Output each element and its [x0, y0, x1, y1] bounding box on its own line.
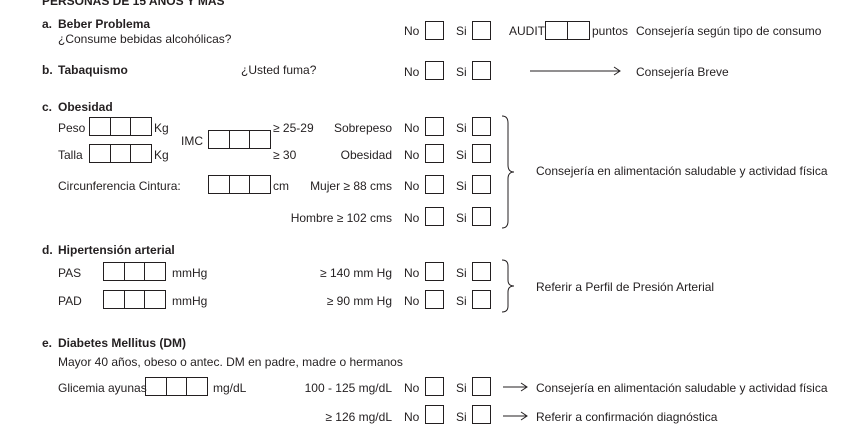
b-no-label: No	[404, 65, 420, 79]
c-sobrepeso-no-label: No	[404, 121, 420, 135]
obesidad-label: Obesidad	[340, 148, 392, 162]
pas-input[interactable]	[103, 262, 166, 281]
d-pas-no-checkbox[interactable]	[425, 262, 444, 281]
pad-unit: mmHg	[172, 294, 208, 308]
a-si-checkbox[interactable]	[472, 21, 491, 40]
section-e-title: Diabetes Mellitus (DM)	[58, 336, 187, 350]
c-sobrepeso-si-label: Si	[456, 121, 467, 135]
glicemia-input[interactable]	[145, 377, 208, 396]
e-r2-no-checkbox[interactable]	[425, 405, 444, 424]
section-b-letter: b.	[42, 63, 53, 77]
d-pas-si-checkbox[interactable]	[472, 262, 491, 281]
e-r2-si-checkbox[interactable]	[472, 405, 491, 424]
mujer-range: Mujer ≥ 88 cms	[310, 179, 392, 193]
right-brace-icon	[501, 115, 515, 229]
c-mujer-no-label: No	[404, 179, 420, 193]
section-e-desc: Mayor 40 años, obeso o antec. DM en padr…	[58, 355, 403, 369]
e-r1-si-label: Si	[456, 381, 467, 395]
e-consejeria: Consejería en alimentación saludable y a…	[536, 381, 828, 395]
hombre-range: Hombre ≥ 102 cms	[290, 211, 392, 225]
e-referir: Referir a confirmación diagnóstica	[536, 410, 718, 424]
b-si-label: Si	[456, 65, 467, 79]
section-d-letter: d.	[42, 243, 53, 257]
section-c-letter: c.	[42, 100, 53, 114]
d-pad-no-checkbox[interactable]	[425, 290, 444, 309]
circunferencia-label: Circunferencia Cintura:	[58, 179, 181, 193]
e-r1-no-label: No	[404, 381, 420, 395]
pas-range: ≥ 140 mm Hg	[320, 266, 392, 280]
section-a-title: Beber Problema	[58, 17, 151, 31]
pas-label: PAS	[58, 266, 82, 280]
glicemia-range-1: 100 - 125 mg/dL	[304, 381, 392, 395]
a-consejeria: Consejería según tipo de consumo	[636, 24, 822, 38]
e-r1-si-checkbox[interactable]	[472, 377, 491, 396]
e-r1-no-checkbox[interactable]	[425, 377, 444, 396]
c-hombre-si-label: Si	[456, 211, 467, 225]
audit-label: AUDIT	[509, 24, 545, 38]
section-e-letter: e.	[42, 336, 53, 350]
circunferencia-input[interactable]	[208, 175, 271, 194]
page-title: PERSONAS DE 15 AÑOS Y MÁS	[42, 0, 225, 8]
section-c-title: Obesidad	[58, 100, 113, 114]
peso-input[interactable]	[89, 117, 152, 136]
d-pad-si-label: Si	[456, 294, 467, 308]
c-obesidad-si-label: Si	[456, 148, 467, 162]
a-si-label: Si	[456, 24, 467, 38]
c-obesidad-no-checkbox[interactable]	[425, 144, 444, 163]
c-mujer-si-checkbox[interactable]	[472, 175, 491, 194]
c-obesidad-no-label: No	[404, 148, 420, 162]
puntos-label: puntos	[592, 24, 629, 38]
d-pas-no-label: No	[404, 266, 420, 280]
a-no-label: No	[404, 24, 420, 38]
e-r2-no-label: No	[404, 410, 420, 424]
peso-label: Peso	[58, 121, 86, 135]
imc-label: IMC	[181, 134, 203, 148]
c-hombre-si-checkbox[interactable]	[472, 207, 491, 226]
peso-unit: Kg	[154, 121, 169, 135]
c-hombre-no-label: No	[404, 211, 420, 225]
section-a-question: ¿Consume bebidas alcohólicas?	[58, 32, 232, 46]
c-consejeria: Consejería en alimentación saludable y a…	[536, 164, 828, 178]
b-consejeria: Consejería Breve	[636, 65, 729, 79]
glicemia-range-2: ≥ 126 mg/dL	[325, 410, 392, 424]
section-b-question: ¿Usted fuma?	[241, 63, 317, 77]
c-hombre-no-checkbox[interactable]	[425, 207, 444, 226]
glicemia-label: Glicemia ayunas	[58, 381, 147, 395]
circunferencia-unit: cm	[273, 179, 289, 193]
pad-input[interactable]	[103, 290, 166, 309]
c-sobrepeso-no-checkbox[interactable]	[425, 117, 444, 136]
c-obesidad-si-checkbox[interactable]	[472, 144, 491, 163]
audit-score-input[interactable]	[545, 21, 590, 40]
pas-unit: mmHg	[172, 266, 208, 280]
talla-label: Talla	[58, 148, 83, 162]
b-si-checkbox[interactable]	[472, 61, 491, 80]
pad-label: PAD	[58, 294, 82, 308]
arrow-right-icon	[503, 382, 528, 392]
section-d-title: Hipertensión arterial	[58, 243, 175, 257]
section-a-letter: a.	[42, 17, 53, 31]
c-mujer-si-label: Si	[456, 179, 467, 193]
pad-range: ≥ 90 mm Hg	[326, 294, 392, 308]
a-no-checkbox[interactable]	[425, 21, 444, 40]
d-pad-si-checkbox[interactable]	[472, 290, 491, 309]
talla-unit: Kg	[154, 148, 169, 162]
c-sobrepeso-si-checkbox[interactable]	[472, 117, 491, 136]
b-no-checkbox[interactable]	[425, 61, 444, 80]
imc-range-obesidad: ≥ 30	[273, 148, 297, 162]
d-pad-no-label: No	[404, 294, 420, 308]
e-r2-si-label: Si	[456, 410, 467, 424]
arrow-right-icon	[503, 411, 528, 421]
glicemia-unit: mg/dL	[213, 381, 247, 395]
arrow-right-icon	[530, 66, 621, 76]
imc-input[interactable]	[208, 130, 271, 149]
c-mujer-no-checkbox[interactable]	[425, 175, 444, 194]
right-brace-icon	[501, 259, 515, 313]
talla-input[interactable]	[89, 144, 152, 163]
d-referir: Referir a Perfil de Presión Arterial	[536, 280, 715, 294]
sobrepeso-label: Sobrepeso	[333, 121, 392, 135]
d-pas-si-label: Si	[456, 266, 467, 280]
imc-range-sobrepeso: ≥ 25-29	[273, 121, 314, 135]
section-b-title: Tabaquismo	[58, 63, 128, 77]
